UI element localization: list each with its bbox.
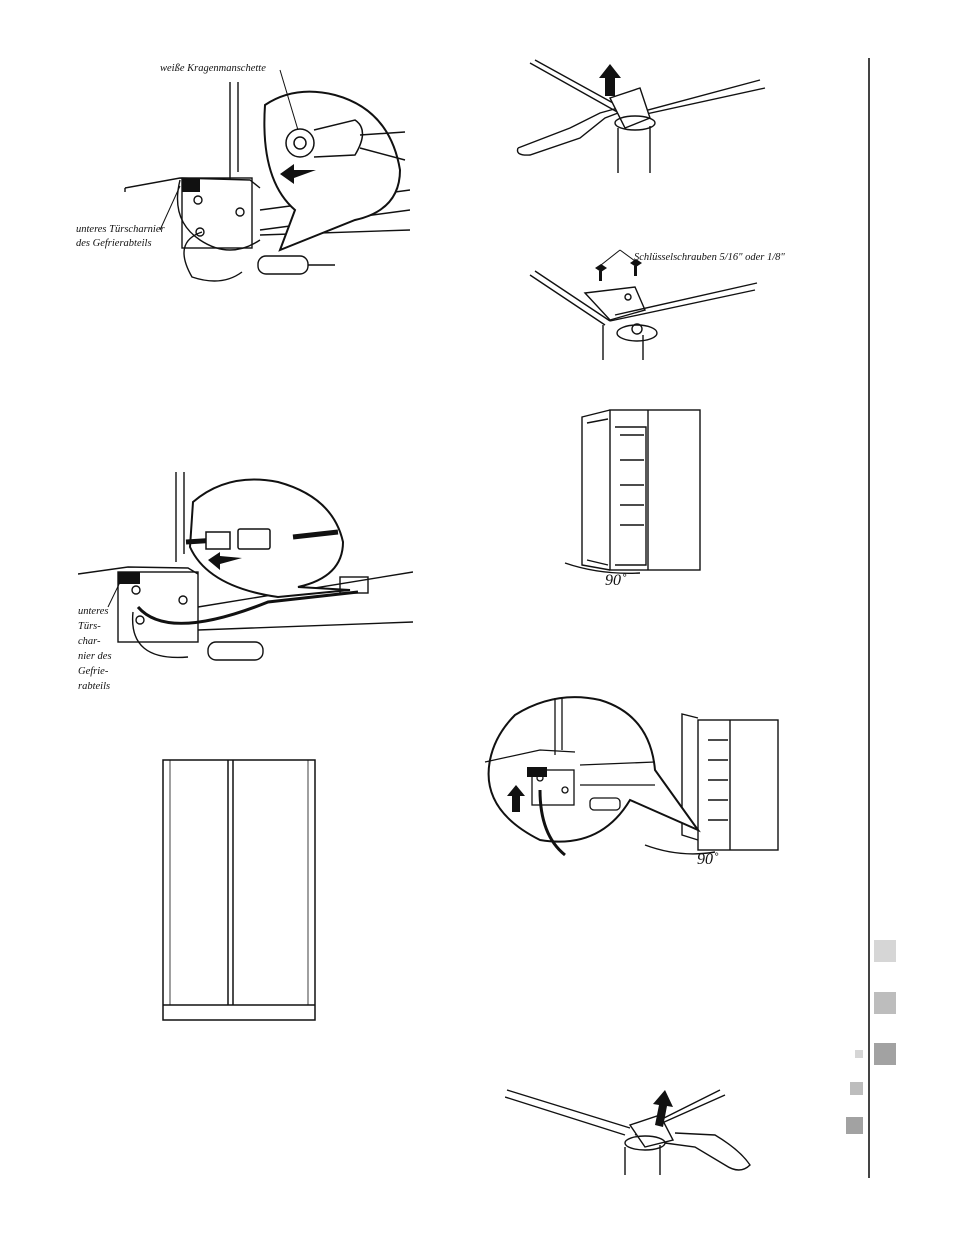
figure-top-hinge-lift-bottom: [505, 1085, 760, 1180]
hinge-label-2-line-6: rabteils: [78, 680, 110, 693]
collar-label: weiße Kragenmanschette: [160, 62, 266, 75]
hinge-label-1-line2: des Gefrierabteils: [76, 237, 152, 250]
angle-label-2: 90˚: [697, 851, 718, 869]
tab-marker-2: [874, 992, 896, 1014]
tab-marker-small-2: [850, 1082, 863, 1095]
tab-marker-small-3: [846, 1117, 863, 1134]
margin-rule: [868, 58, 870, 1178]
figure-lower-hinge-open-90: [480, 690, 785, 870]
figure-top-hinge-lift: [510, 58, 770, 178]
figure-freezer-hinge-collar: [120, 60, 410, 290]
tab-marker-1: [874, 940, 896, 962]
screws-label: Schlüsselschrauben 5/16" oder 1/8": [634, 251, 785, 264]
hinge-label-2-line-3: char-: [78, 635, 101, 648]
hinge-label-2-line-1: unteres: [78, 605, 109, 618]
hinge-label-2-line-4: nier des: [78, 650, 112, 663]
hinge-label-1-line1: unteres Türscharnier: [76, 223, 165, 236]
hinge-label-2-line-5: Gefrie-: [78, 665, 108, 678]
tab-marker-small-1: [855, 1050, 863, 1058]
figure-fridge-open-90: [560, 405, 710, 590]
tab-marker-3: [874, 1043, 896, 1065]
angle-label-1: 90˚: [605, 572, 626, 590]
figure-wire-connector: [78, 472, 413, 672]
hinge-label-2-line-2: Türs-: [78, 620, 101, 633]
figure-fridge-closed: [158, 755, 318, 1030]
